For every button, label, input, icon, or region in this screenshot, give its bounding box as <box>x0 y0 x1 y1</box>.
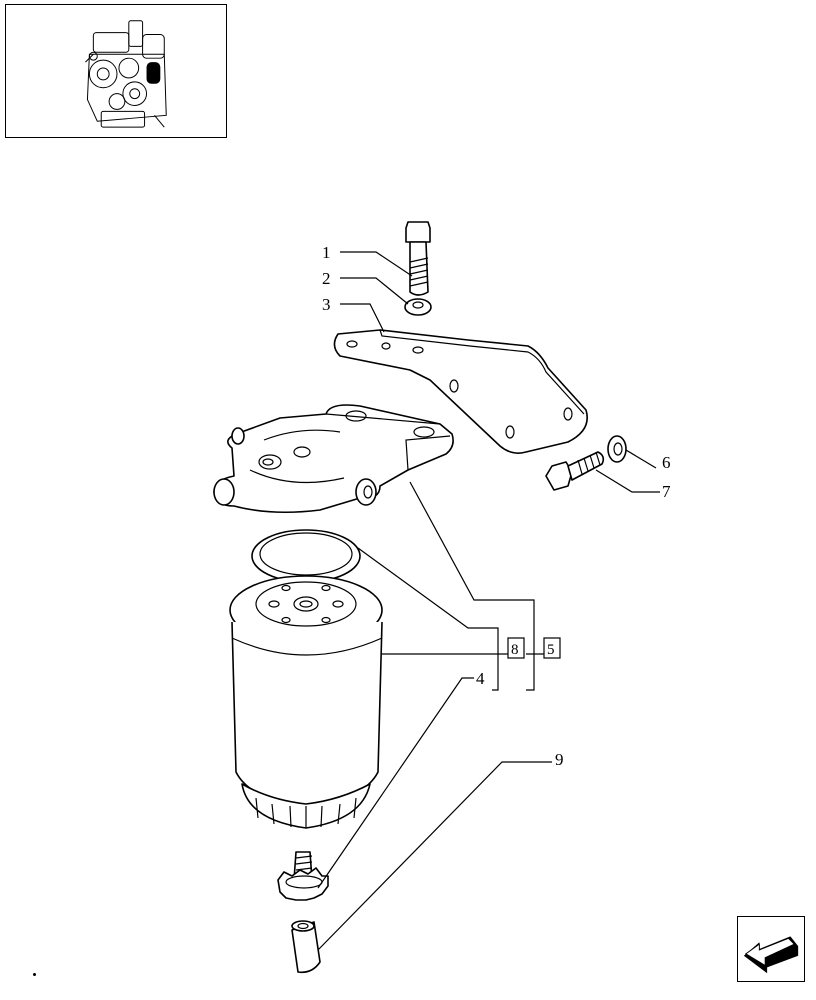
leader-line-1 <box>340 251 413 277</box>
engine-overview-icon <box>85 20 167 128</box>
part-bolt-7 <box>545 451 605 491</box>
part-seal-ring <box>251 529 361 583</box>
boxed-ref-8-label: 8 <box>511 642 519 658</box>
leader-line-4 <box>317 677 474 889</box>
arrow-back-icon <box>743 936 799 974</box>
part-filter-cartridge-8 <box>229 575 383 829</box>
leader-line-2 <box>340 277 409 305</box>
part-drain-plug-4 <box>277 851 329 901</box>
filter-location-marker <box>146 62 161 84</box>
part-bracket-3 <box>333 329 588 454</box>
boxed-ref-5-label: 5 <box>547 642 555 658</box>
part-filter-head-5 <box>213 404 454 514</box>
boxed-ref-5: 5 <box>543 637 561 659</box>
part-bolt-1 <box>405 221 431 296</box>
callout-3: 3 <box>322 295 331 314</box>
part-sleeve-9 <box>291 920 321 974</box>
part-washer-6 <box>607 435 627 463</box>
leader-line-9 <box>317 761 552 951</box>
back-navigation-button[interactable] <box>737 916 805 982</box>
callout-1: 1 <box>322 243 331 262</box>
callout-2: 2 <box>322 269 331 288</box>
page-dot <box>33 973 36 976</box>
leader-line-3 <box>340 303 385 333</box>
leader-lines <box>317 251 660 951</box>
leader-line-head <box>409 481 535 691</box>
leader-line-7 <box>595 469 660 493</box>
callout-6: 6 <box>662 453 671 472</box>
part-washer-2 <box>404 298 432 316</box>
leader-line-seal <box>357 547 499 691</box>
callout-7: 7 <box>662 482 671 501</box>
engine-overview-thumbnail <box>5 4 227 138</box>
callout-9: 9 <box>555 750 564 769</box>
leader-line-6 <box>625 449 657 469</box>
callout-4: 4 <box>476 669 485 688</box>
boxed-ref-8: 8 <box>507 637 525 659</box>
